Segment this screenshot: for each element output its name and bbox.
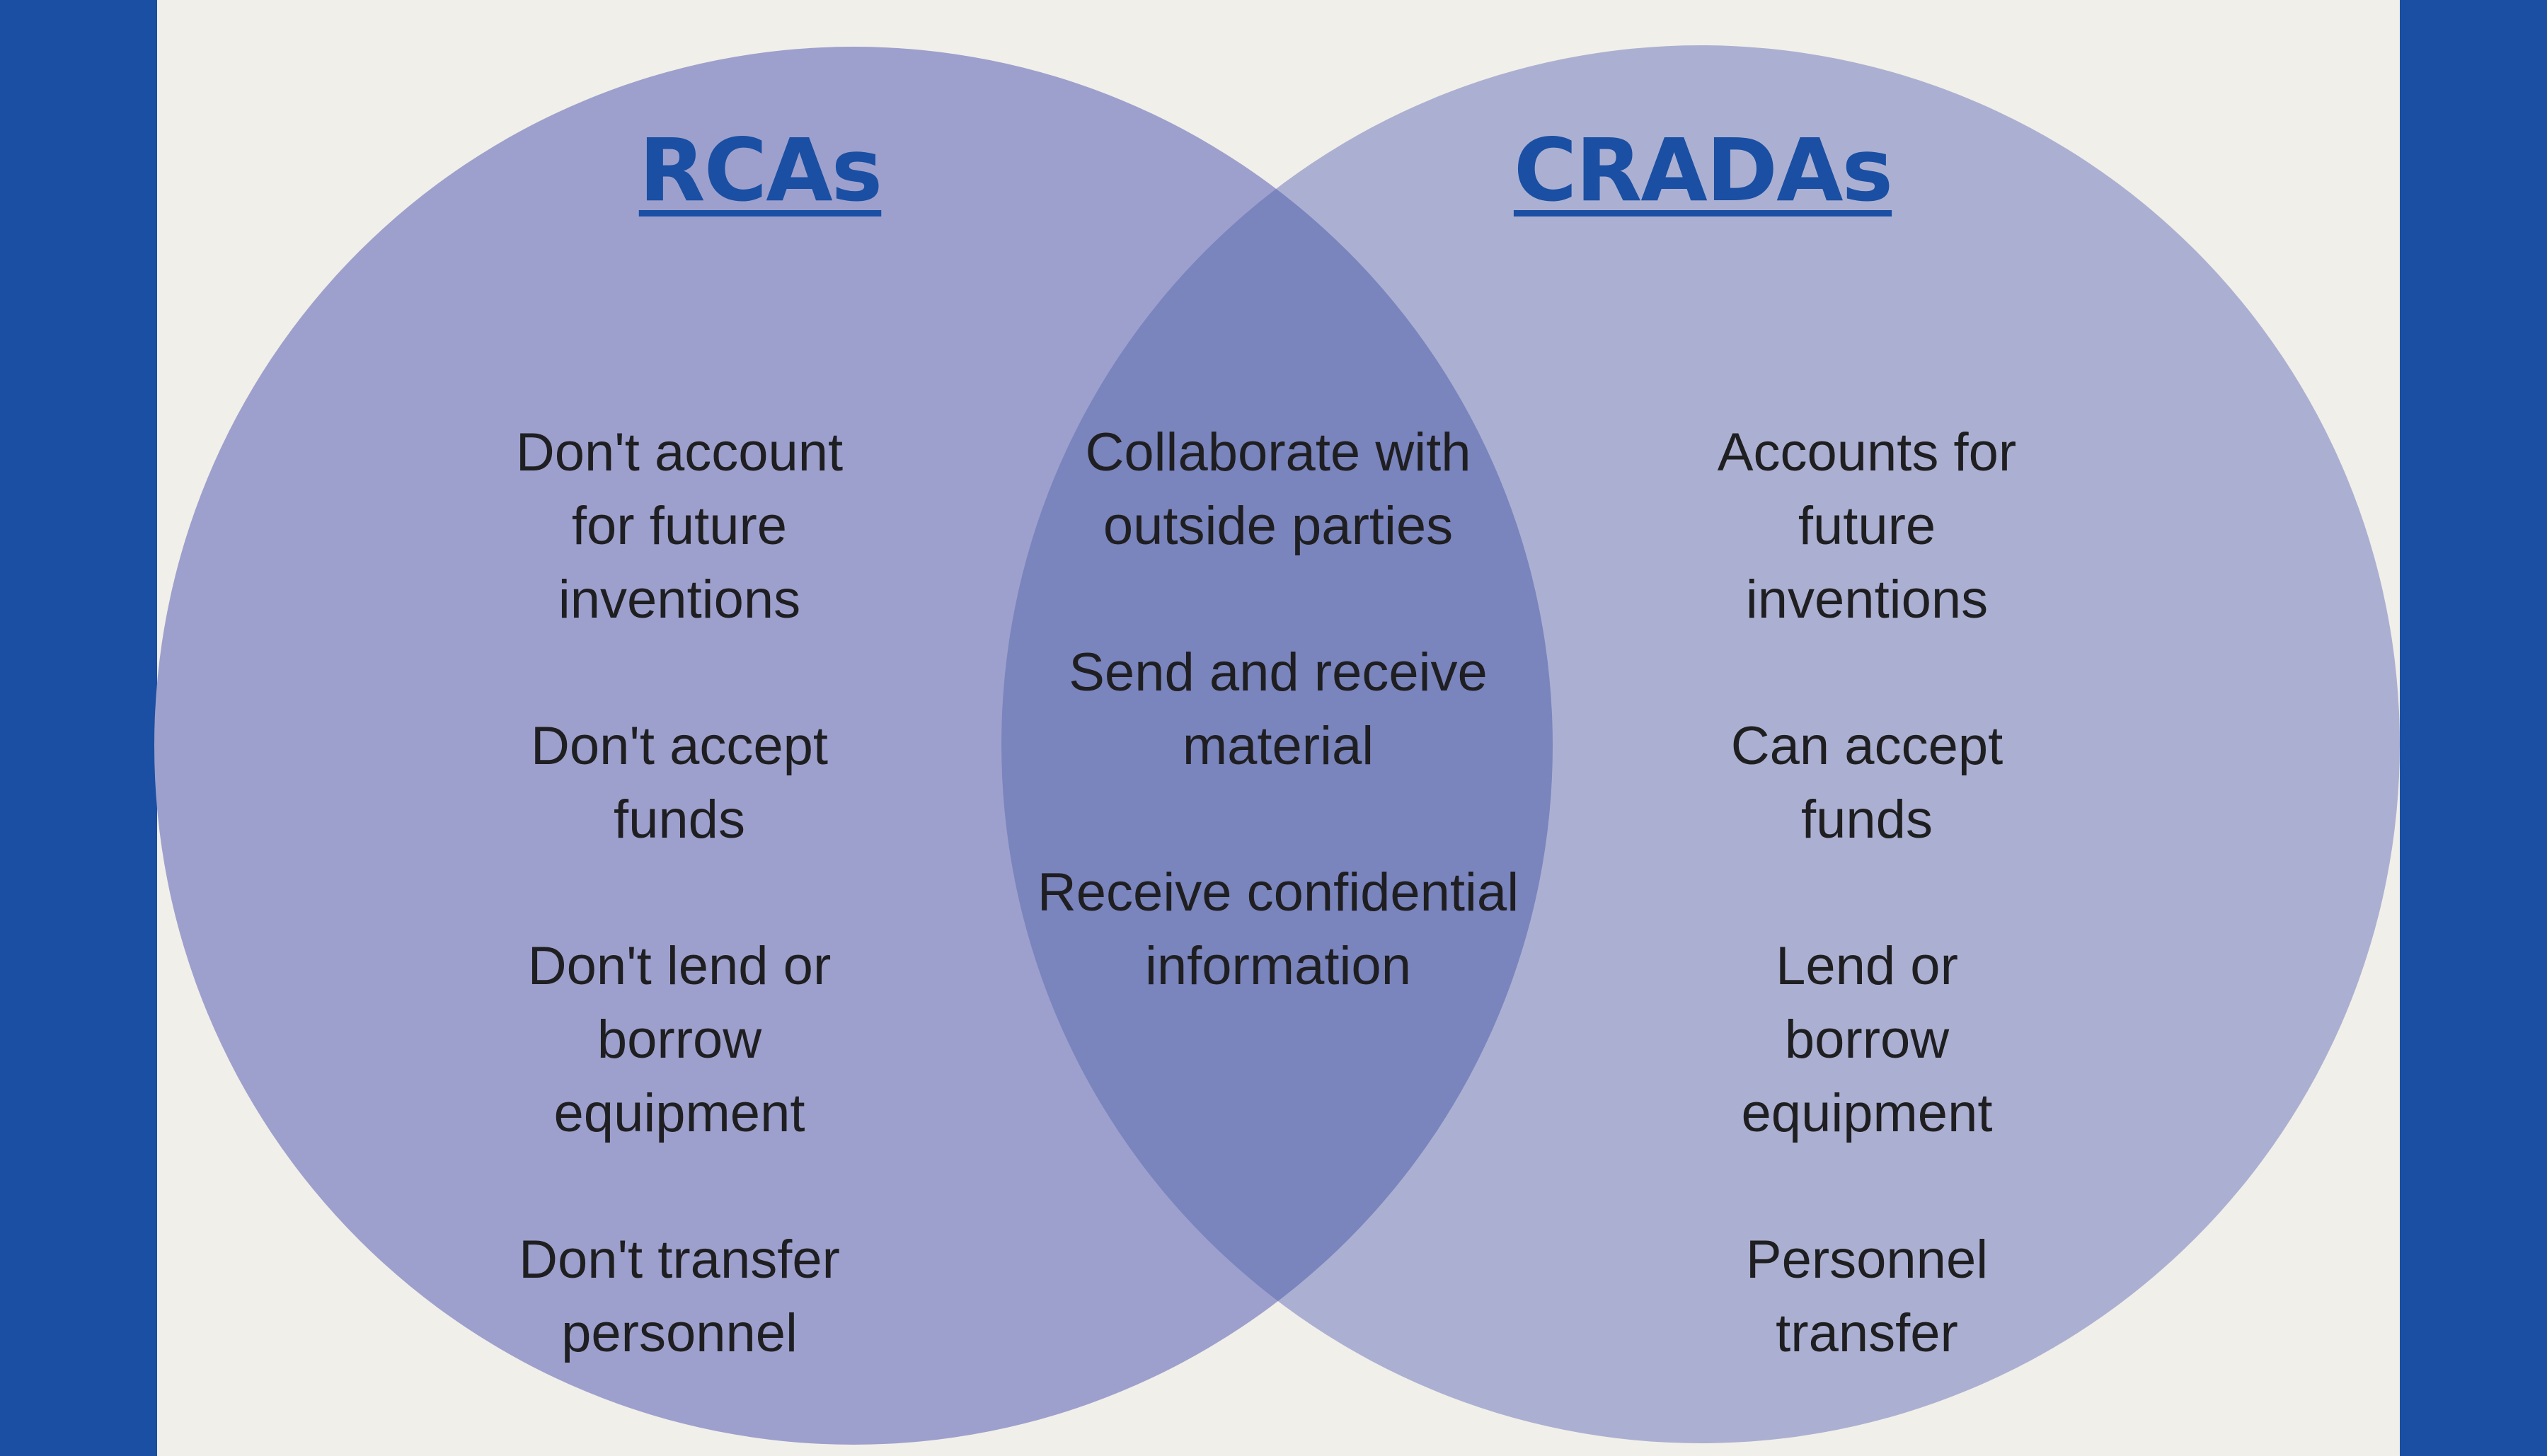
rcas-item-list: Don't account for future inventions Don'… [481,416,878,1370]
shared-item-list: Collaborate with outside parties Send an… [1009,416,1547,1003]
cradas-item-list: Accounts for future inventions Can accep… [1683,416,2051,1370]
rcas-item: Don't accept funds [530,716,829,850]
left-frame-band [0,0,157,1456]
shared-item: Collaborate with outside parties [1085,422,1471,556]
rcas-item: Don't lend or borrow equipment [527,936,832,1143]
right-frame-band [2400,0,2547,1456]
overlap-region [1001,47,1553,1443]
shared-item: Receive confidential information [1037,862,1519,996]
shared-item: Send and receive material [1069,642,1488,776]
rcas-item: Don't transfer personnel [519,1230,840,1363]
rcas-item: Don't account for future inventions [515,422,844,630]
rcas-heading: RCAs [638,120,883,221]
cradas-heading: CRADAs [1513,120,1893,221]
cradas-item: Can accept funds [1730,716,2003,850]
cradas-item: Personnel transfer [1745,1230,1989,1363]
cradas-item: Accounts for future inventions [1717,422,2017,630]
cradas-item: Lend or borrow equipment [1741,936,1993,1143]
